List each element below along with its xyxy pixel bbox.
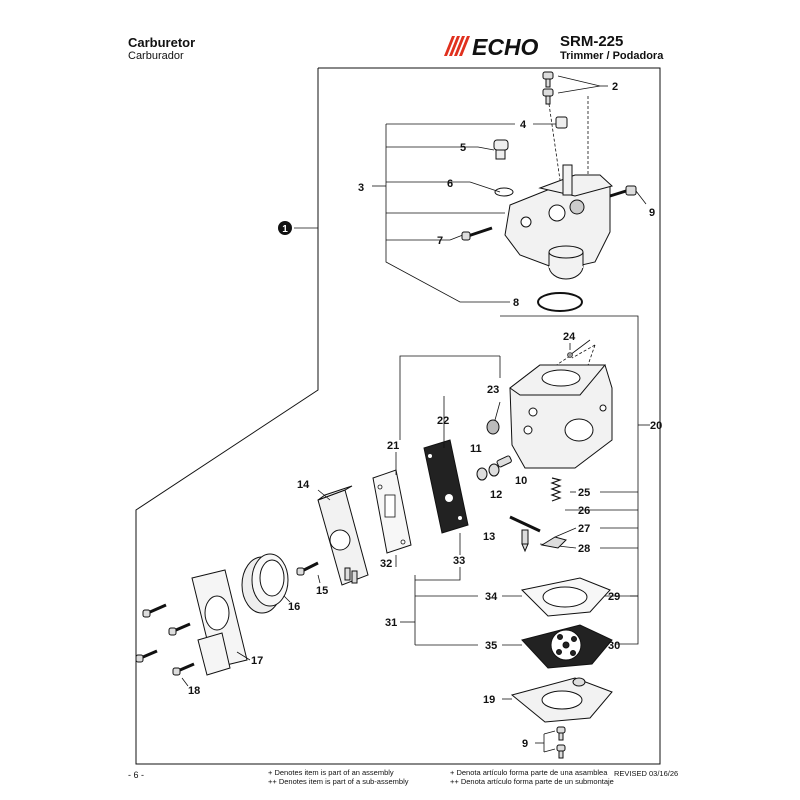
callout-27: 27	[578, 523, 590, 535]
callout-19: 19	[483, 694, 495, 706]
callout-22: 22	[437, 415, 449, 427]
footer-note-es-2: ++ Denota artículo forma parte de un sub…	[450, 777, 614, 786]
callout-16: 16	[288, 601, 300, 613]
callout-1: 1	[282, 224, 288, 235]
footer-note-en-2: ++ Denotes item is part of a sub-assembl…	[268, 777, 409, 786]
callout-24: 24	[563, 331, 576, 343]
echo-logo: ECHO	[444, 34, 539, 58]
callout-13: 13	[483, 531, 495, 543]
callout-25: 25	[578, 487, 590, 499]
callout-32: 32	[380, 558, 392, 570]
callout-28: 28	[578, 543, 590, 555]
callout-26: 26	[578, 505, 590, 517]
page-subtitle: Carburador	[128, 50, 184, 62]
callout-15: 15	[316, 585, 328, 597]
callout-9: 9	[649, 207, 655, 219]
callout-4: 4	[520, 119, 527, 131]
footer-notes-english: + Denotes item is part of an assembly ++…	[268, 768, 408, 786]
callout-3: 3	[358, 182, 364, 194]
callout-30: 30	[608, 640, 620, 652]
callout-12: 12	[490, 489, 502, 501]
footer-note-en-1: + Denotes item is part of an assembly	[268, 768, 394, 777]
callout-33: 33	[453, 555, 465, 567]
model-number: SRM-225	[560, 33, 624, 50]
page-number: - 6 -	[128, 770, 145, 780]
revision-date: REVISED 03/16/26	[614, 769, 679, 778]
callout-18: 18	[188, 685, 200, 697]
callout-6: 6	[447, 178, 453, 190]
callout-20: 20	[650, 420, 662, 432]
callout-34: 34	[485, 591, 498, 603]
callout-10: 10	[515, 475, 527, 487]
assembly-marker	[278, 221, 292, 235]
callout-9-bottom: 9	[522, 738, 528, 750]
callout-17: 17	[251, 655, 263, 667]
callout-11: 11	[470, 443, 482, 455]
callout-14: 14	[297, 479, 310, 491]
callout-35: 35	[485, 640, 497, 652]
callout-31: 31	[385, 617, 397, 629]
footer-note-es-1: + Denota artículo forma parte de una asa…	[450, 768, 608, 777]
callout-21: 21	[387, 440, 399, 452]
callout-23: 23	[487, 384, 499, 396]
callout-2: 2	[612, 81, 618, 93]
footer-notes-spanish: + Denota artículo forma parte de una asa…	[450, 768, 614, 786]
callout-29: 29	[608, 591, 620, 603]
callout-5: 5	[460, 142, 466, 154]
callout-7: 7	[437, 235, 443, 247]
product-name: Trimmer / Podadora	[560, 50, 664, 62]
callout-8: 8	[513, 297, 519, 309]
echo-logo-text: ECHO	[472, 34, 539, 58]
page-title: Carburetor	[128, 35, 196, 50]
